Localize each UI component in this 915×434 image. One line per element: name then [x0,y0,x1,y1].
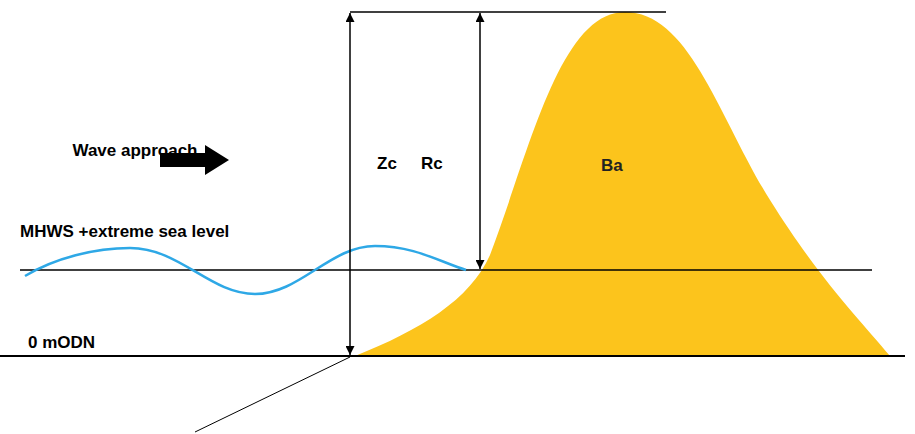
dimension-label: Zc [377,154,397,174]
wave-label: Wave approach [70,134,200,168]
zc-dimension-arrow [349,13,351,355]
beach-profile-shape: Ba [355,12,890,356]
dune-outline [355,12,890,356]
rc-dimension-arrow [479,13,481,269]
datum-label: 0 mODN [28,333,95,353]
sea-level-label: MHWS +extreme sea level [18,222,231,242]
wave-line [25,246,466,294]
dune-fill [355,12,890,356]
seabed-line [195,357,350,432]
region-label: Ba [601,156,623,176]
crest-level-line [350,11,666,13]
sea-level-line [20,269,872,271]
dimension-label: Rc [421,154,443,174]
datum-line [0,355,905,357]
